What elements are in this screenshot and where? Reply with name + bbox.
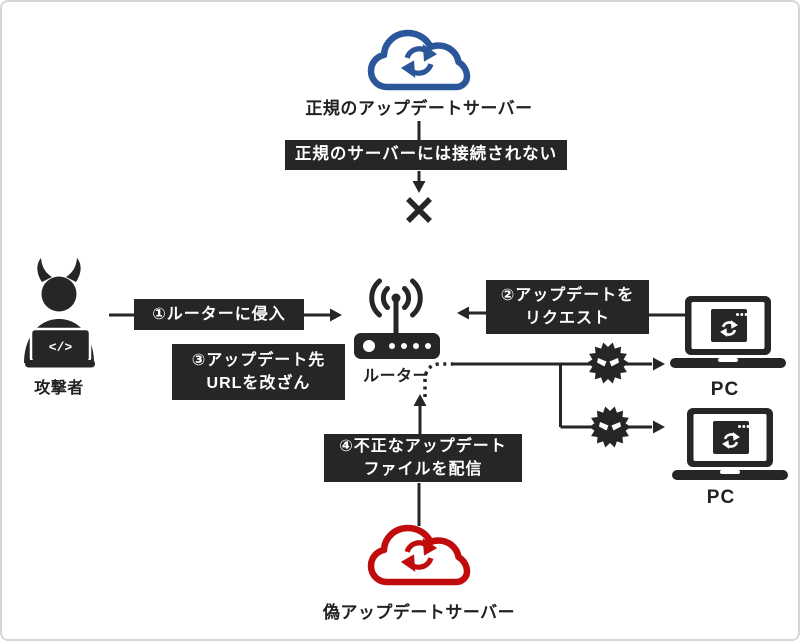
router-icon [354,278,440,359]
router-body [354,333,440,359]
fake-cloud-icon [371,528,467,582]
step2-text-line1: ②アップデートを [500,286,635,304]
step2-callout: ②アップデートを リクエスト [486,280,649,334]
blocked-x-icon [406,197,432,223]
pc2-label: PC [706,487,736,508]
request-arrowhead [457,306,469,320]
redirected-route-dashed-line [423,362,453,397]
devil-horn-right [66,258,81,282]
step3-text-line1: ③アップデート先 [191,351,326,369]
pc1-label: PC [710,379,740,400]
step4-text-line1: ④不正なアップデート [339,437,507,455]
attacker-arrowhead [330,308,342,322]
malware-arrowhead-pc1 [653,357,665,371]
step3-callout: ③アップデート先 URLを改ざん [172,344,345,400]
attacker-laptop-code: </> [49,340,73,355]
devil-horn-left [37,258,52,282]
attacker-head [41,276,77,312]
malware-icon-2 [589,406,631,448]
step4-callout: ④不正なアップデート ファイルを配信 [324,434,522,482]
malware-arrowhead-pc2 [653,420,665,434]
attacker-laptop-base [25,360,95,368]
step1-text: ①ルーターに侵入 [152,305,286,323]
step4-text-line2: ファイルを配信 [363,461,483,478]
blocked-notice-callout: 正規のサーバーには接続されない [285,140,567,170]
wifi-waves-icon [369,278,423,318]
router-label: ルーター [362,368,430,385]
fake-server-label: 偽アップデートサーバー [322,603,516,622]
legit-server-label: 正規のアップデートサーバー [305,99,533,118]
legit-cloud-icon [371,33,467,87]
pc1-laptop-icon [670,296,786,368]
step2-text-line2: リクエスト [524,310,610,327]
step1-callout: ①ルーターに侵入 [134,299,304,330]
attacker-icon: </> [24,258,95,368]
blocked-arrowhead [412,181,426,193]
malware-icon-1 [587,342,629,384]
blocked-notice-text: 正規のサーバーには接続されない [294,145,558,164]
step3-text-line2: URLを改ざん [206,375,311,392]
pc2-laptop-icon [672,408,788,480]
attacker-label: 攻撃者 [34,380,84,397]
